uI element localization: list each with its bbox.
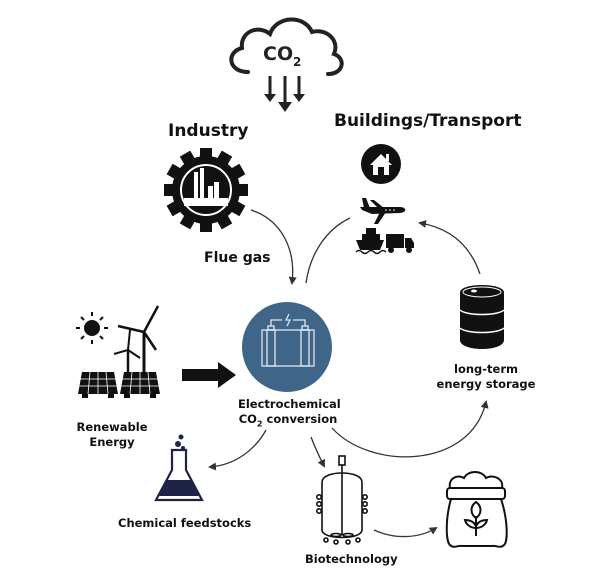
ship-icon xyxy=(355,228,387,255)
label-renewable-energy: Renewable Energy xyxy=(76,420,148,449)
label-electrochemical-conversion: Electrochemical CO2 conversion xyxy=(238,397,341,429)
arrow-storage-to-transport xyxy=(418,220,481,275)
flow-arrows xyxy=(208,209,489,538)
electrolyzer-icon xyxy=(242,302,332,392)
label-industry: Industry xyxy=(168,121,249,141)
arrow-to-chemical xyxy=(208,429,267,471)
arrow-flue-gas xyxy=(250,209,297,285)
label-chemical-feedstocks: Chemical feedstocks xyxy=(118,516,252,530)
arrow-to-storage xyxy=(331,400,489,458)
wind-turbine-icon xyxy=(113,305,160,372)
flask-icon xyxy=(154,434,204,502)
house-icon xyxy=(361,144,401,184)
oil-barrel-icon xyxy=(459,285,505,349)
fertilizer-bag-icon xyxy=(445,471,508,548)
arrow-to-biotech xyxy=(310,436,325,468)
label-storage: long-term energy storage xyxy=(436,362,536,391)
solar-panel-icon xyxy=(78,371,160,398)
arrow-from-transport xyxy=(305,217,351,284)
co2-text: CO xyxy=(263,43,293,65)
sun-icon xyxy=(76,312,108,344)
input-arrow xyxy=(182,362,236,388)
label-biotechnology: Biotechnology xyxy=(305,552,398,566)
bioreactor-icon xyxy=(315,455,368,545)
truck-icon xyxy=(386,234,414,253)
label-flue-gas: Flue gas xyxy=(204,250,271,266)
svg-text:2: 2 xyxy=(293,55,301,69)
arrow-to-fertilizer xyxy=(373,526,438,538)
co2-cloud-icon: CO 2 xyxy=(229,17,344,112)
airplane-icon xyxy=(360,198,406,224)
factory-gear-icon xyxy=(164,148,248,232)
label-buildings-transport: Buildings/Transport xyxy=(334,111,522,131)
